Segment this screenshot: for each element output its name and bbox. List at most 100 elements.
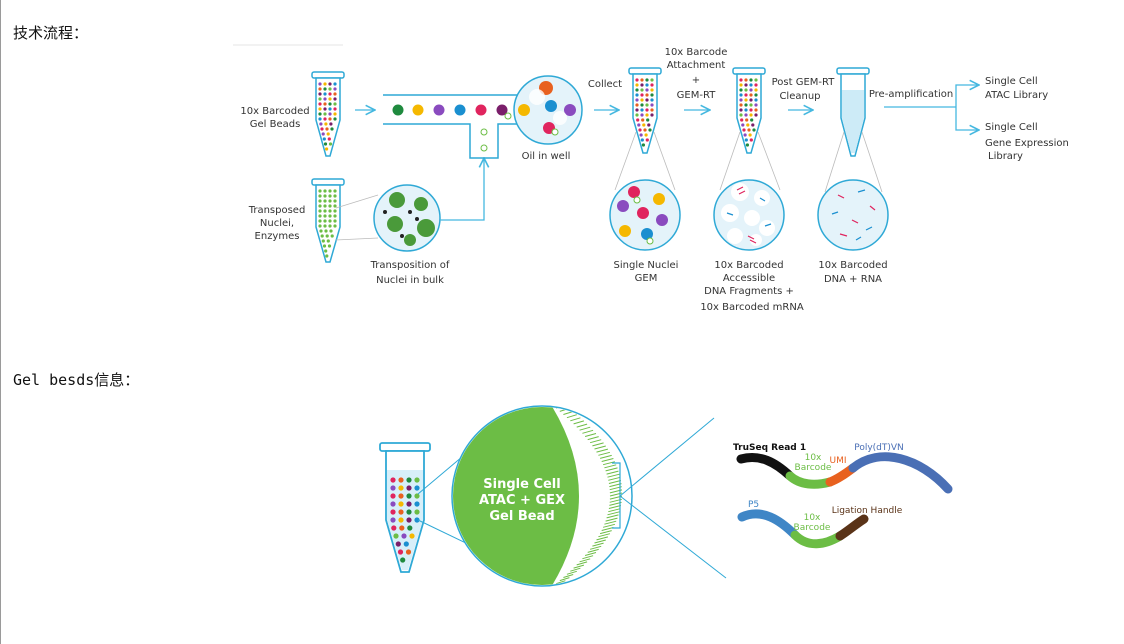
gem-label-1: Single Nuclei — [614, 260, 679, 271]
tube-bead-dot — [328, 82, 332, 86]
tube-bead-dot — [318, 219, 322, 223]
tube-bead-dot — [744, 103, 748, 107]
collect-label: Collect — [588, 79, 622, 90]
tube-bead-dot — [397, 549, 404, 555]
tube-bead-dot — [328, 97, 332, 101]
tube-bead-dot — [754, 83, 758, 87]
tube-bead-dot — [323, 87, 327, 91]
tube-bead-dot — [650, 98, 654, 102]
tube-bead-dot — [754, 108, 758, 112]
tube-bead-dot — [318, 102, 322, 106]
tube-bead-dot — [390, 485, 396, 491]
tube-bead-dot — [328, 107, 332, 111]
attachment-label-3: + — [692, 75, 700, 86]
microfluidic-channel — [383, 94, 520, 159]
tube-bead-dot — [645, 108, 649, 112]
fragments-label-1: 10x Barcoded — [714, 260, 783, 271]
tube-bead-dot — [395, 541, 401, 547]
barcode-top-label-2: Barcode — [795, 463, 832, 473]
gem-droplets — [617, 186, 668, 245]
tube-bead-dot — [323, 97, 327, 101]
tube-bead-dot — [333, 209, 337, 213]
tube-bead-dot — [640, 88, 644, 92]
tube-bead-dot — [635, 98, 639, 102]
tube-bead-dot — [749, 138, 753, 142]
tube-bead-dot — [324, 249, 328, 253]
tube-bead-dot — [323, 112, 327, 116]
tube-bead-dot — [406, 517, 412, 523]
tube-bead-dot — [640, 78, 644, 82]
gel-beads-label-1: 10x Barcoded — [240, 106, 309, 117]
tube-bead-dot — [744, 88, 748, 92]
tube-bead-dot — [743, 133, 747, 137]
tube-bead-dot — [643, 128, 647, 132]
tube-bead-dot — [398, 493, 404, 499]
tube-bead-dot — [318, 112, 322, 116]
tube-bead-dot — [328, 189, 332, 193]
atac-library-label-2: ATAC Library — [985, 90, 1048, 101]
tube-bead-dot — [748, 133, 752, 137]
tube-bead-dot — [333, 204, 337, 208]
tube-bead-dot — [325, 254, 329, 258]
tube-bead-dot — [414, 501, 420, 507]
dna-rna-label-2: DNA + RNA — [824, 274, 882, 285]
tube-bead-dot — [650, 83, 654, 87]
tube-bead-dot — [390, 493, 396, 499]
gel-bead-label-1: Single Cell — [483, 477, 560, 492]
tube-bead-dot — [635, 83, 639, 87]
tube-bead-dot — [327, 244, 332, 248]
tube-bead-dot — [398, 517, 404, 523]
tube-bead-dot — [640, 103, 644, 107]
tube-bead-dot — [321, 239, 325, 243]
dna-rna-fragments — [831, 189, 876, 241]
tube-bead-dot — [333, 102, 337, 106]
tube-bead-dot — [333, 97, 337, 101]
tube-bead-dot — [645, 78, 649, 82]
tube-bead-dot — [333, 214, 337, 218]
tube-bead-dot — [640, 113, 644, 117]
tube-bead-dot — [635, 113, 639, 117]
nuclei-label-2: Nuclei, — [260, 218, 294, 229]
tube-bead-dot — [318, 97, 322, 101]
tube-bead-dot — [324, 122, 328, 126]
tube-bead-dot — [650, 108, 654, 112]
tube-bead-dot — [390, 501, 396, 507]
tube-bead-dot — [641, 118, 645, 122]
tube-bead-dot — [318, 224, 322, 228]
tube-bead-dot — [650, 93, 654, 97]
transposition-label-1: Transposition of — [370, 260, 450, 271]
tube-bead-dot — [407, 525, 413, 531]
tube-bead-dot — [405, 549, 412, 555]
tube-bead-dot — [645, 83, 649, 87]
tube-bead-dot — [645, 98, 649, 102]
tube-bead-dot — [328, 209, 332, 213]
dna-rna-tube — [836, 67, 870, 157]
tube-bead-dot — [333, 194, 337, 198]
left-border — [0, 0, 1, 644]
tube-bead-dot — [750, 118, 754, 122]
gel-beads-tube — [311, 71, 345, 157]
tube-bead-dot — [637, 123, 641, 127]
tube-bead-dot — [333, 107, 337, 111]
tube-bead-dot — [744, 78, 748, 82]
fragments-label-4: 10x Barcoded mRNA — [700, 302, 804, 313]
tube-bead-dot — [333, 224, 337, 228]
tube-bead-dot — [650, 78, 654, 82]
tube-bead-dot — [645, 103, 649, 107]
tube-bead-dot — [406, 477, 412, 483]
tube-bead-dot — [406, 501, 412, 507]
tube-bead-dot — [323, 219, 327, 223]
tube-bead-dot — [318, 82, 322, 86]
tube-bead-dot — [739, 78, 743, 82]
dna-rna-label-1: 10x Barcoded — [818, 260, 887, 271]
tube-bead-dot — [635, 78, 639, 82]
gel-bead-label-2: ATAC + GEX — [479, 493, 565, 508]
tube-bead-dot — [323, 224, 327, 228]
fragments-droplets — [721, 183, 775, 246]
tube-bead-dot — [328, 102, 332, 106]
tube-bead-dot — [328, 117, 332, 121]
tube-bead-dot — [390, 509, 396, 515]
tube-bead-dot — [391, 525, 397, 531]
tube-bead-dot — [635, 88, 639, 92]
